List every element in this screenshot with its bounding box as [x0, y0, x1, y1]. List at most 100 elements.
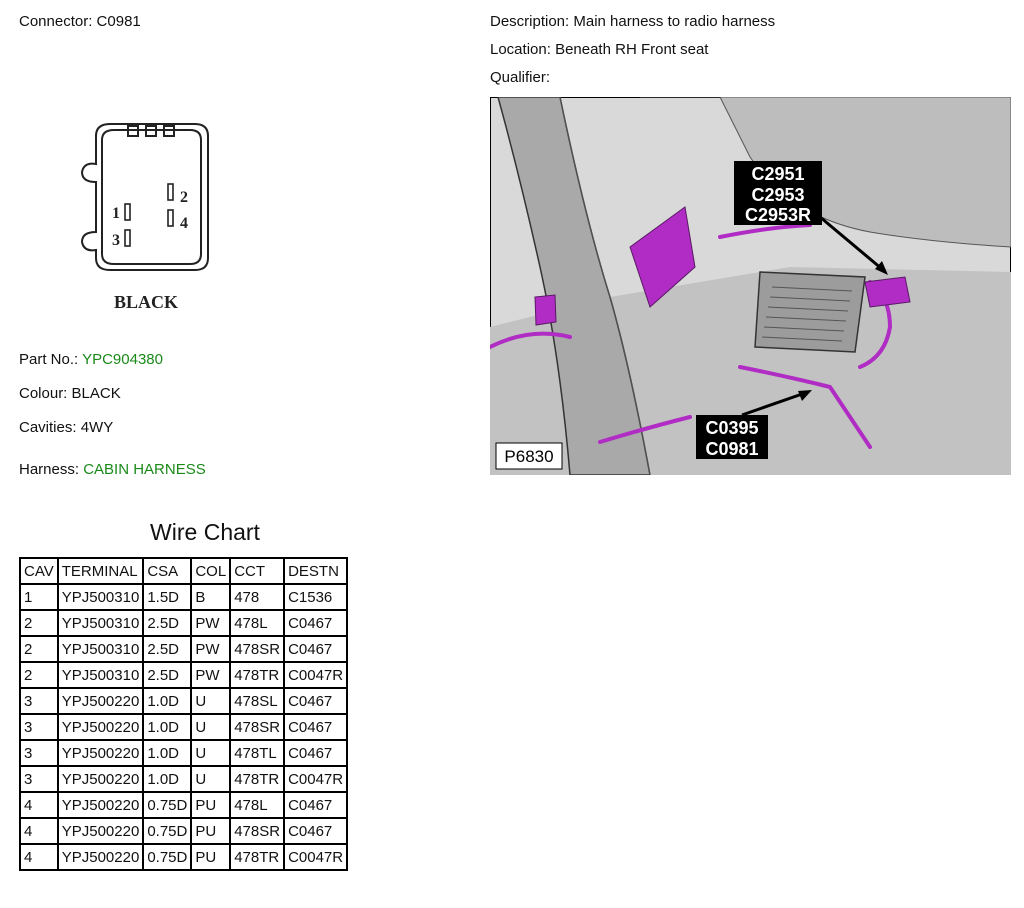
table-cell: U: [190, 713, 232, 741]
col-terminal: TERMINAL: [56, 557, 145, 585]
table-cell: 0.75D: [142, 791, 193, 819]
harness-wires: [490, 223, 893, 449]
table-cell: PU: [190, 791, 232, 819]
table-cell: C1536: [283, 583, 349, 611]
callout-c2951: C2951: [751, 164, 804, 184]
table-cell: YPJ500220: [56, 739, 145, 767]
wire-chart-title: Wire Chart: [150, 519, 260, 545]
table-cell: PW: [190, 635, 232, 663]
colour-label: Colour:: [19, 385, 68, 402]
pin-label-2: 2: [180, 189, 188, 206]
table-cell: 2: [19, 609, 59, 637]
cavities-label: Cavities:: [19, 419, 77, 436]
callout-arrow-bottom: [741, 391, 806, 417]
table-cell: 478SR: [229, 635, 286, 663]
table-cell: 478: [229, 583, 286, 611]
callout-box-bottom: [696, 415, 768, 459]
table-cell: C0467: [283, 791, 349, 819]
col-csa: CSA: [142, 557, 193, 585]
table-cell: 4: [19, 843, 59, 871]
table-cell: 3: [19, 765, 59, 793]
table-cell: 1.0D: [142, 687, 193, 715]
table-cell: PW: [190, 609, 232, 637]
photo-ref-box: [495, 442, 563, 470]
table-cell: C0467: [283, 713, 349, 741]
table-cell: 1.0D: [142, 713, 193, 741]
table-cell: 478TR: [229, 661, 286, 689]
table-cell: 478L: [229, 791, 286, 819]
table-cell: 0.75D: [142, 843, 193, 871]
connector-value: C0981: [96, 13, 141, 30]
table-cell: C0467: [283, 609, 349, 637]
table-cell: 4: [19, 817, 59, 845]
table-cell: PU: [190, 843, 232, 871]
callout-c0981: C0981: [705, 439, 758, 459]
part-no-label: Part No.:: [19, 351, 79, 368]
table-cell: 2.5D: [142, 661, 193, 689]
table-cell: YPJ500220: [56, 687, 145, 715]
table-cell: PU: [190, 817, 232, 845]
table-cell: 1.5D: [142, 583, 193, 611]
table-cell: YPJ500220: [56, 791, 145, 819]
connector-field: Connector: C0981: [19, 13, 141, 31]
table-cell: 2.5D: [142, 609, 193, 637]
table-cell: 478L: [229, 609, 286, 637]
table-cell: 1: [19, 583, 59, 611]
colour-value: BLACK: [71, 385, 121, 402]
table-cell: 0.75D: [142, 817, 193, 845]
col-col: COL: [190, 557, 232, 585]
harness-label: Harness:: [19, 461, 80, 478]
location-photo: C2951 C2953 C2953R C0395 C0981 P6830: [490, 97, 1011, 475]
callout-c2953: C2953: [751, 185, 804, 205]
connector-label: Connector:: [19, 13, 93, 30]
wire-chart-header-row: CAV TERMINAL CSA COL CCT DESTN: [19, 557, 349, 585]
location-field: Location: Beneath RH Front seat: [490, 41, 708, 59]
table-cell: 478TL: [229, 739, 286, 767]
table-cell: 3: [19, 687, 59, 715]
callout-box-top: [734, 161, 822, 225]
colour-field: Colour: BLACK: [19, 385, 121, 403]
table-cell: YPJ500220: [56, 817, 145, 845]
cavities-value: 4WY: [80, 419, 114, 436]
callout-c0395: C0395: [705, 418, 758, 438]
description-label: Description:: [490, 13, 570, 30]
col-destn: DESTN: [283, 557, 349, 585]
description-value: Main harness to radio harness: [573, 13, 776, 30]
table-cell: 2.5D: [142, 635, 193, 663]
harness-blocks: [534, 206, 911, 326]
table-cell: 478TR: [229, 765, 286, 793]
table-cell: 478SR: [229, 713, 286, 741]
pin-label-4: 4: [180, 215, 188, 232]
table-cell: YPJ500310: [56, 609, 145, 637]
harness-field: Harness: CABIN HARNESS: [19, 461, 206, 479]
photo-ref: P6830: [504, 447, 553, 466]
connector-colour-label: BLACK: [114, 292, 178, 312]
table-cell: YPJ500220: [56, 765, 145, 793]
table-cell: YPJ500220: [56, 713, 145, 741]
table-cell: C0467: [283, 817, 349, 845]
col-cct: CCT: [229, 557, 286, 585]
table-cell: 1.0D: [142, 739, 193, 767]
location-value: Beneath RH Front seat: [555, 41, 709, 58]
harness-value: CABIN HARNESS: [83, 461, 206, 478]
part-no-field: Part No.: YPC904380: [19, 351, 163, 369]
table-cell: YPJ500310: [56, 635, 145, 663]
location-label: Location:: [490, 41, 551, 58]
table-cell: 1.0D: [142, 765, 193, 793]
table-cell: YPJ500310: [56, 661, 145, 689]
table-cell: C0467: [283, 635, 349, 663]
table-cell: YPJ500310: [56, 583, 145, 611]
pin-label-1: 1: [112, 205, 120, 222]
table-cell: C0047R: [283, 765, 349, 793]
table-cell: 478SL: [229, 687, 286, 715]
table-cell: 2: [19, 635, 59, 663]
table-cell: C0467: [283, 687, 349, 715]
callout-c2953r: C2953R: [745, 205, 811, 225]
table-cell: C0047R: [283, 661, 349, 689]
